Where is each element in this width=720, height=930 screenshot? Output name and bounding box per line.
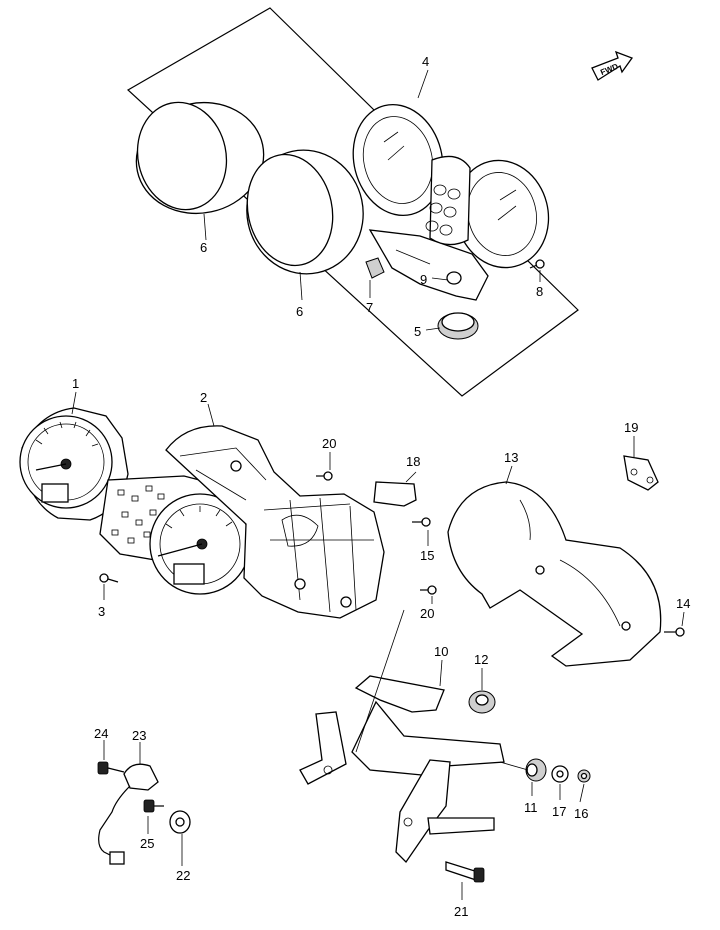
callout-5: 5 [414, 324, 421, 339]
callout-20-top: 20 [322, 436, 336, 451]
callout-7: 7 [366, 300, 373, 315]
fwd-arrow-icon: FWD [591, 50, 634, 81]
callout-12: 12 [474, 652, 488, 667]
nut-part-16 [577, 769, 591, 783]
callout-20-bottom: 20 [420, 606, 434, 621]
callout-11: 11 [524, 800, 538, 815]
clamp-part [623, 455, 659, 491]
callout-23: 23 [132, 728, 146, 743]
meter-stay-bracket [299, 675, 505, 864]
callout-17: 17 [552, 804, 566, 819]
screw-part-20-bottom [420, 585, 437, 595]
callout-15: 15 [420, 548, 434, 563]
callout-19: 19 [624, 420, 638, 435]
sensor-harness [98, 763, 159, 865]
leader-lines [71, 69, 685, 900]
grommet-part-12 [468, 690, 496, 714]
cap-part [437, 312, 479, 340]
callout-8: 8 [536, 284, 543, 299]
callout-4: 4 [422, 54, 429, 69]
screw-part-3 [99, 573, 119, 583]
screw-part-8 [529, 259, 545, 269]
meter-glass-assembly [352, 103, 550, 301]
callout-1: 1 [72, 376, 79, 391]
callout-6-right: 6 [296, 304, 303, 319]
bracket-part-18 [373, 481, 417, 507]
screw-part-24 [97, 761, 125, 775]
screw-part-14 [664, 627, 685, 637]
bolt-part-25 [143, 799, 164, 813]
lens-cover-left [135, 101, 265, 215]
meter-cover [447, 481, 662, 667]
speedometer-assembly [19, 407, 129, 521]
tachometer-assembly [149, 493, 251, 595]
lens-cover-right [246, 149, 364, 275]
cushion-part [365, 257, 385, 279]
callout-labels: 4 6 6 7 9 8 5 1 2 20 18 13 19 15 3 20 14… [72, 54, 690, 919]
meter-case [165, 425, 385, 619]
callout-9: 9 [420, 272, 427, 287]
grommet-part-11 [525, 758, 547, 782]
washer-part-22 [169, 810, 191, 834]
callout-10: 10 [434, 644, 448, 659]
callout-3: 3 [98, 604, 105, 619]
bolt-part-21 [445, 861, 485, 883]
washer-part-17 [551, 765, 569, 783]
callout-16: 16 [574, 806, 588, 821]
callout-25: 25 [140, 836, 154, 851]
screw-part-15 [412, 517, 431, 527]
callout-18: 18 [406, 454, 420, 469]
callout-22: 22 [176, 868, 190, 883]
screw-part-20-top [316, 471, 333, 481]
callout-6-left: 6 [200, 240, 207, 255]
callout-14: 14 [676, 596, 690, 611]
callout-13: 13 [504, 450, 518, 465]
callout-24: 24 [94, 726, 108, 741]
callout-2: 2 [200, 390, 207, 405]
callout-21: 21 [454, 904, 468, 919]
